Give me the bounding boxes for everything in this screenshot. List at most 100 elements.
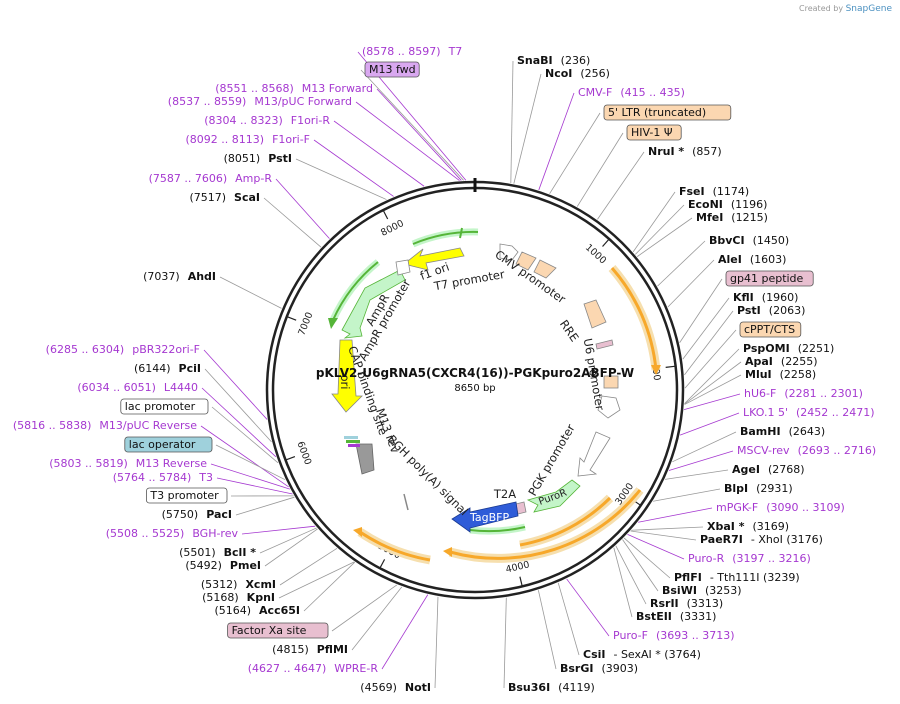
map-label-22[interactable]: (5492)PmeI	[185, 559, 261, 572]
tick-6000	[285, 456, 296, 461]
label-part-b-32: - SexAI * (3764)	[613, 648, 700, 661]
map-label-5[interactable]: (8092 .. 8113)F1ori-F	[186, 133, 311, 146]
label-part-a-30: Bsu36I	[508, 681, 550, 694]
label-part-a-0: (8578 .. 8597)	[362, 45, 441, 58]
map-label-62[interactable]: 5' LTR (truncated)	[603, 104, 732, 121]
map-label-4[interactable]: (8304 .. 8323)F1ori-R	[204, 114, 330, 127]
label-text-10: (6285 .. 6304)pBR322ori-F	[46, 343, 200, 356]
map-label-54[interactable]: gp41 peptide	[725, 270, 814, 287]
map-label-50[interactable]: PspOMI(2251)	[743, 342, 834, 355]
map-label-43[interactable]: AgeI(2768)	[732, 463, 805, 476]
map-label-37[interactable]: PflFI- Tth111I (3239)	[674, 571, 800, 584]
snapgene-logo: SnapGene	[845, 4, 892, 14]
map-label-42[interactable]: BlpI(2931)	[724, 482, 793, 495]
map-label-58[interactable]: EcoNI(1196)	[688, 198, 767, 211]
label-part-b-34: (3331)	[680, 610, 717, 623]
map-label-27[interactable]: (4815)PflMI	[272, 643, 348, 656]
map-label-53[interactable]: KflI(1960)	[733, 291, 798, 304]
label-part-a-45: BamHI	[740, 425, 781, 438]
map-label-9[interactable]: (7037)AhdI	[143, 270, 216, 283]
map-label-8[interactable]: (7517)ScaI	[189, 191, 260, 204]
map-label-11[interactable]: (6144)PciI	[134, 362, 201, 375]
leader-24	[278, 561, 355, 599]
map-label-13[interactable]: lac promoter	[120, 398, 209, 415]
map-label-64[interactable]: NcoI(256)	[545, 67, 610, 80]
map-label-44[interactable]: MSCV-rev(2693 .. 2716)	[737, 444, 876, 457]
leader-63	[538, 92, 575, 191]
label-part-a-17: (5764 .. 5784)	[113, 471, 192, 484]
map-label-45[interactable]: BamHI(2643)	[740, 425, 825, 438]
label-part-b-56: (1450)	[753, 234, 790, 247]
map-label-38[interactable]: Puro-R(3197 .. 3216)	[688, 552, 811, 565]
label-text-64: NcoI(256)	[545, 67, 610, 80]
label-part-b-42: (2931)	[756, 482, 793, 495]
leader-25	[303, 561, 356, 612]
map-label-26[interactable]: Factor Xa site	[227, 622, 329, 639]
leader-33	[566, 578, 610, 637]
tick-5000	[379, 559, 386, 569]
map-label-61[interactable]: HIV-1 Ψ	[626, 124, 682, 141]
map-label-35[interactable]: RsrII(3313)	[650, 597, 723, 610]
map-label-23[interactable]: (5312)XcmI	[201, 578, 276, 591]
map-label-59[interactable]: FseI(1174)	[679, 185, 749, 198]
label-part-a-3: (8537 .. 8559)	[168, 95, 247, 108]
map-label-3[interactable]: (8537 .. 8559)M13/pUC Forward	[168, 95, 352, 108]
map-label-36[interactable]: BsiWI(3253)	[662, 584, 742, 597]
map-label-16[interactable]: (5803 .. 5819)M13 Reverse	[49, 457, 207, 470]
map-label-28[interactable]: (4627 .. 4647)WPRE-R	[248, 662, 379, 675]
map-label-21[interactable]: (5501)BclI *	[179, 546, 256, 559]
feature-t7-promoter	[499, 243, 519, 261]
map-label-1[interactable]: M13 fwd	[364, 61, 420, 78]
map-label-15[interactable]: lac operator	[124, 436, 213, 453]
map-label-65[interactable]: SnaBI(236)	[517, 54, 590, 67]
map-label-25[interactable]: (5164)Acc65I	[214, 604, 300, 617]
label-text-40: XbaI *(3169)	[707, 520, 789, 533]
leader-50	[684, 348, 740, 404]
feature-lac-operator	[344, 436, 358, 439]
map-label-6[interactable]: (8051)PstI	[224, 152, 292, 165]
map-label-33[interactable]: Puro-F(3693 .. 3713)	[613, 629, 735, 642]
label-part-b-55: (1603)	[750, 253, 787, 266]
label-part-a-16: (5803 .. 5819)	[49, 457, 128, 470]
map-label-46[interactable]: LKO.1 5'(2452 .. 2471)	[743, 406, 875, 419]
label-part-a-25: (5164)	[214, 604, 251, 617]
map-label-57[interactable]: MfeI(1215)	[696, 211, 768, 224]
map-label-20[interactable]: (5508 .. 5525)BGH-rev	[106, 527, 239, 540]
map-label-40[interactable]: XbaI *(3169)	[707, 520, 789, 533]
map-label-2[interactable]: (8551 .. 8568)M13 Forward	[215, 82, 373, 95]
map-label-12[interactable]: (6034 .. 6051)L4440	[77, 381, 198, 394]
feature-m13-rev	[346, 440, 360, 443]
map-label-18[interactable]: T3 promoter	[145, 487, 228, 504]
map-label-29[interactable]: (4569)NotI	[360, 681, 431, 694]
map-label-51[interactable]: cPPT/CTS	[739, 321, 802, 338]
map-label-63[interactable]: CMV-F(415 .. 435)	[578, 86, 685, 99]
map-label-14[interactable]: (5816 .. 5838)M13/pUC Reverse	[13, 419, 197, 432]
map-label-7[interactable]: (7587 .. 7606)Amp-R	[149, 172, 273, 185]
map-label-49[interactable]: ApaI(2255)	[745, 355, 817, 368]
label-part-a-38: Puro-R	[688, 552, 725, 565]
map-label-19[interactable]: (5750)PacI	[162, 508, 232, 521]
label-text-60: NruI *(857)	[648, 145, 722, 158]
map-label-34[interactable]: BstEII(3331)	[636, 610, 716, 623]
map-label-56[interactable]: BbvCI(1450)	[709, 234, 789, 247]
map-label-30[interactable]: Bsu36I(4119)	[508, 681, 595, 694]
map-label-60[interactable]: NruI *(857)	[648, 145, 722, 158]
map-label-24[interactable]: (5168)KpnI	[202, 591, 275, 604]
map-label-55[interactable]: AleI(1603)	[718, 253, 786, 266]
leader-31	[537, 590, 557, 670]
feature-t3-primer	[348, 444, 360, 447]
label-part-b-5: F1ori-F	[272, 133, 310, 146]
feature-orange-3-core	[519, 496, 612, 547]
map-label-39[interactable]: PaeR7I- XhoI (3176)	[700, 533, 823, 546]
map-label-32[interactable]: CsiI- SexAI * (3764)	[583, 648, 701, 661]
map-label-31[interactable]: BsrGI(3903)	[560, 662, 638, 675]
map-label-48[interactable]: MluI(2258)	[745, 368, 816, 381]
map-label-17[interactable]: (5764 .. 5784)T3	[113, 471, 213, 484]
map-label-41[interactable]: mPGK-F(3090 .. 3109)	[716, 501, 845, 514]
map-label-10[interactable]: (6285 .. 6304)pBR322ori-F	[46, 343, 200, 356]
inner-label-12: ori	[338, 375, 352, 390]
leader-30	[503, 597, 507, 689]
map-label-47[interactable]: hU6-F(2281 .. 2301)	[744, 387, 863, 400]
map-label-52[interactable]: PstI(2063)	[737, 304, 805, 317]
map-label-0[interactable]: (8578 .. 8597)T7	[362, 45, 462, 58]
